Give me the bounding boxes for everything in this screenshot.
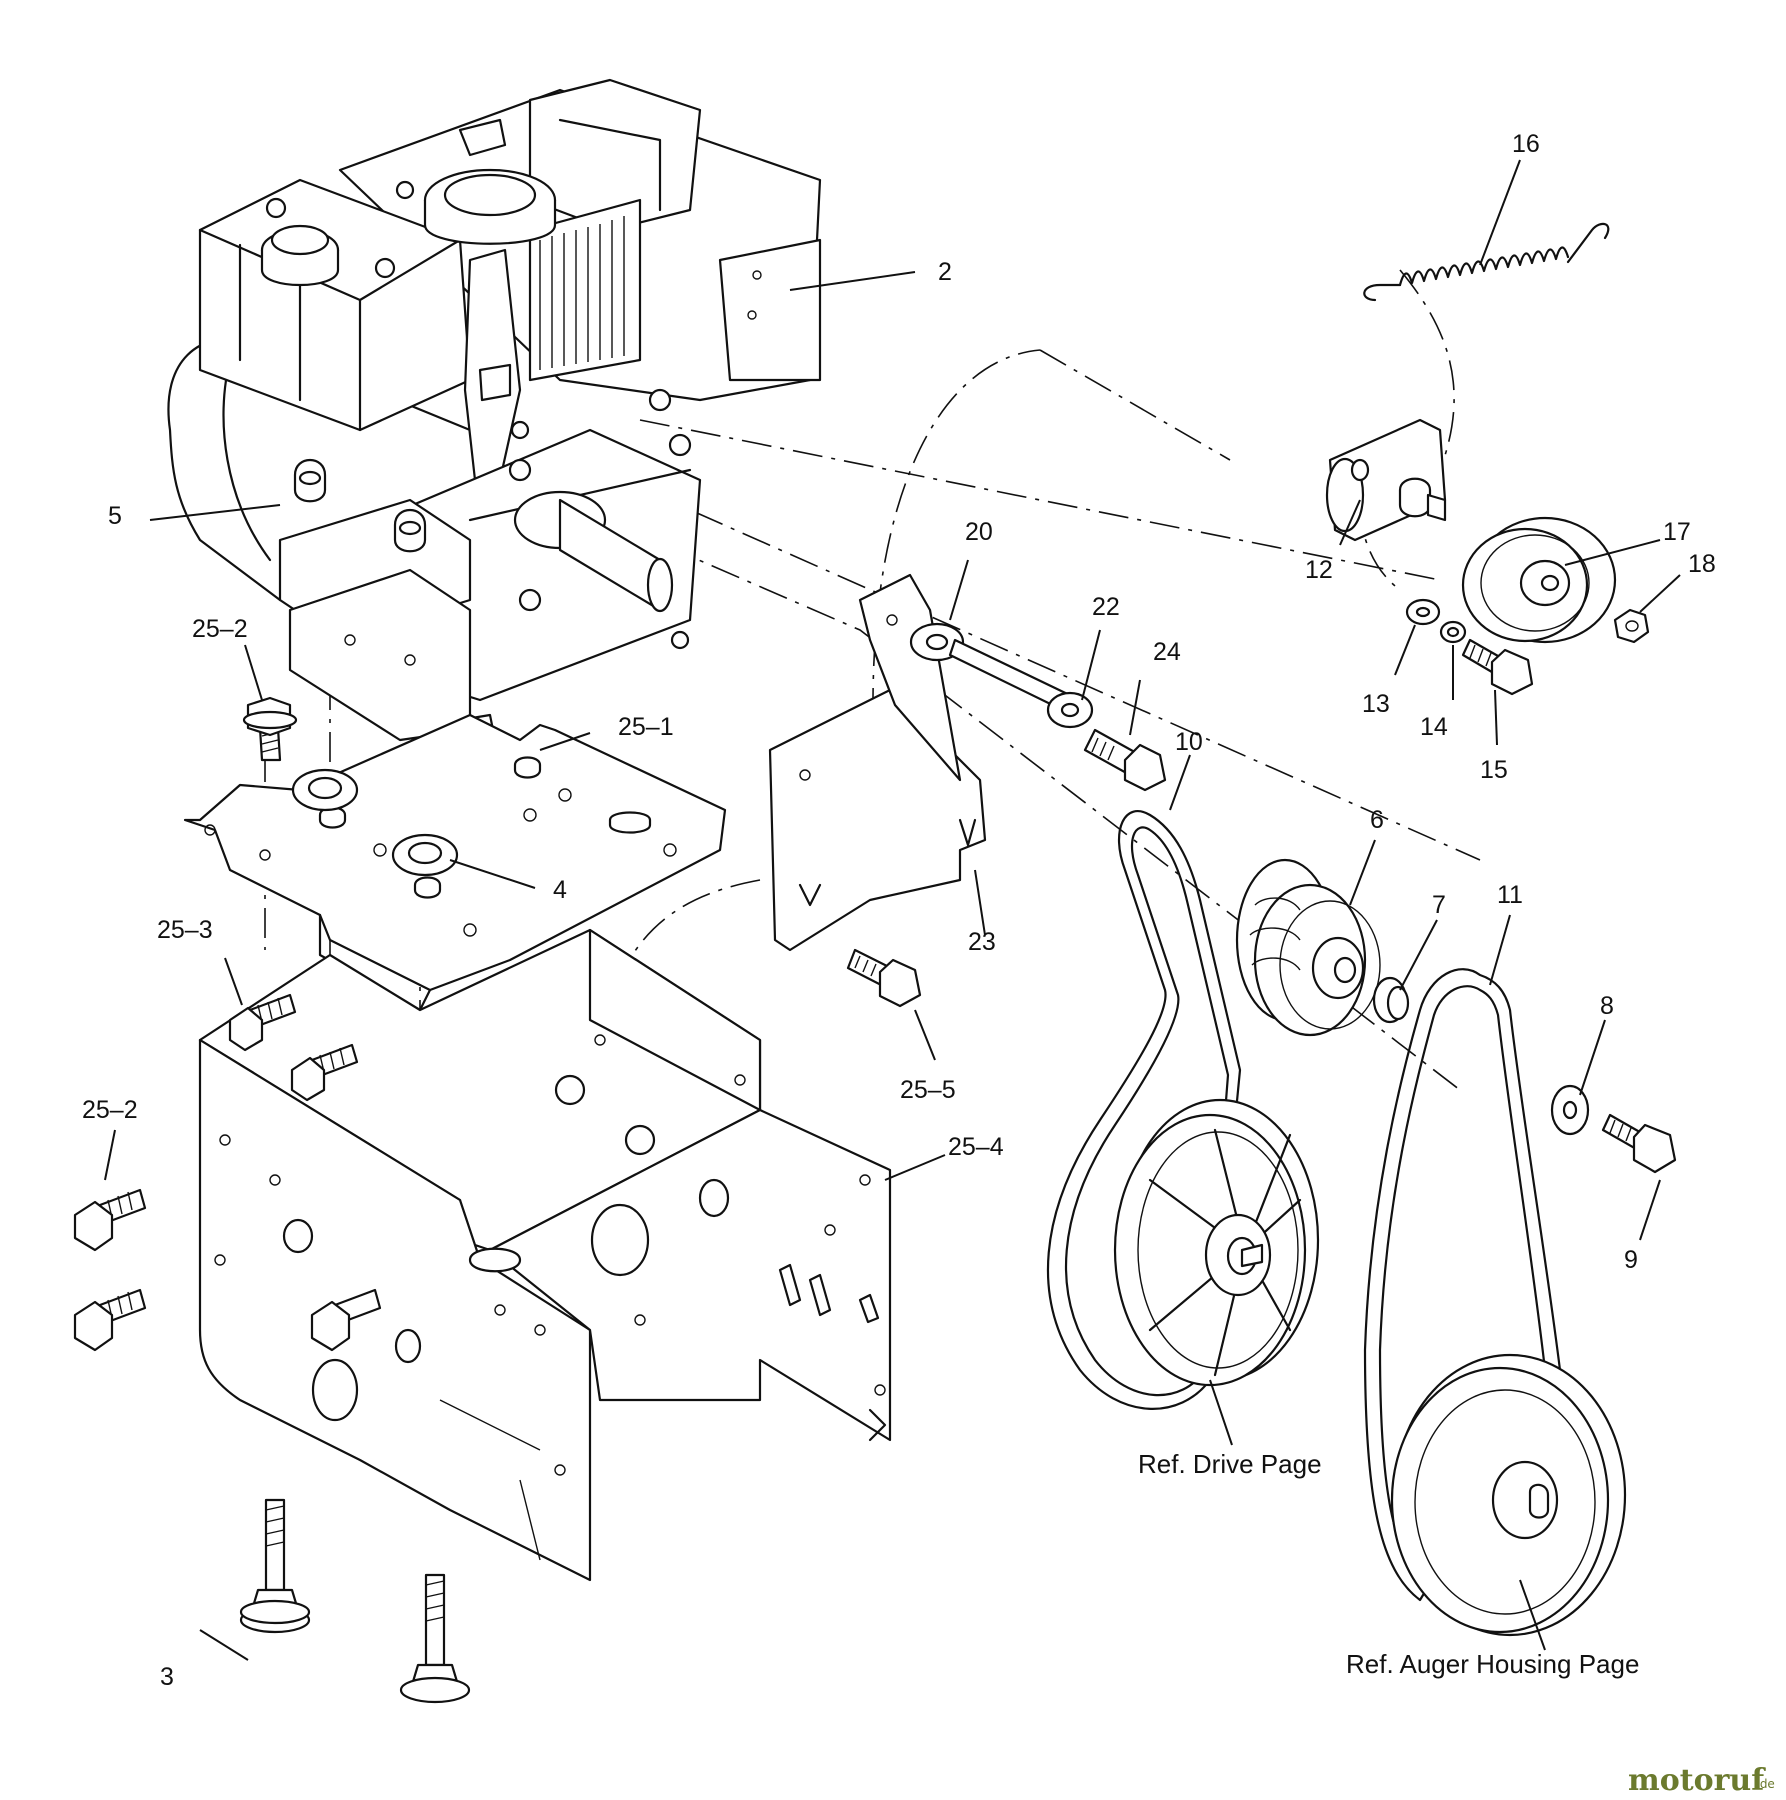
callout-11: 11	[1497, 881, 1523, 909]
callout-25-5: 25–5	[900, 1076, 956, 1104]
bracket	[768, 573, 987, 952]
callout-14: 14	[1420, 713, 1448, 741]
spacer-7	[1372, 976, 1410, 1024]
bolt-24	[1083, 728, 1167, 792]
watermark-suffix: .de	[1756, 1777, 1775, 1791]
ref-drive-page: Ref. Drive Page	[1138, 1449, 1322, 1479]
drive-pulley	[1113, 1098, 1320, 1387]
callout-25-2-left: 25–2	[82, 1096, 138, 1124]
callout-labels: 2 3 4 5 6 7 8 9 10 11 12 13 14 15 16 17 …	[82, 130, 1716, 1691]
spring-16	[1363, 222, 1610, 302]
engine-assembly	[167, 78, 822, 747]
bolts-3	[239, 1498, 471, 1704]
callout-16: 16	[1512, 130, 1540, 158]
nut-18	[1613, 608, 1650, 644]
watermark-logo: motoruf .de	[1628, 1763, 1775, 1798]
callout-5: 5	[108, 502, 122, 530]
pulley-6	[1235, 858, 1381, 1037]
callout-13: 13	[1362, 690, 1390, 718]
leader-lines	[104, 159, 1681, 1661]
callout-17: 17	[1663, 518, 1691, 546]
callout-25-2-top: 25–2	[192, 615, 248, 643]
mounting-bolts	[73, 696, 459, 1352]
callout-24: 24	[1153, 638, 1181, 666]
belt-11	[1363, 968, 1562, 1602]
callout-8: 8	[1600, 992, 1614, 1020]
callout-6: 6	[1370, 806, 1384, 834]
auger-pulley	[1390, 1353, 1627, 1637]
callout-4: 4	[553, 876, 567, 904]
callout-15: 15	[1480, 756, 1508, 784]
callout-10: 10	[1175, 728, 1203, 756]
bolt-25-5	[846, 948, 922, 1008]
idler-arm	[909, 622, 1082, 718]
callout-25-4: 25–4	[948, 1133, 1004, 1161]
callout-9: 9	[1624, 1246, 1638, 1274]
ref-auger-housing-page: Ref. Auger Housing Page	[1346, 1649, 1639, 1679]
hardware-13-15	[1405, 598, 1534, 696]
callout-25-3: 25–3	[157, 916, 213, 944]
callout-2: 2	[938, 258, 952, 286]
frame	[198, 928, 892, 1582]
callout-22: 22	[1092, 593, 1120, 621]
callout-20: 20	[965, 518, 993, 546]
callout-23: 23	[968, 928, 996, 956]
hardware-8-9	[1550, 1084, 1677, 1174]
callout-12: 12	[1305, 556, 1333, 584]
callout-18: 18	[1688, 550, 1716, 578]
callout-25-1: 25–1	[618, 713, 674, 741]
pivot-12	[1325, 418, 1447, 542]
idler-pulley-17	[1461, 516, 1617, 644]
callout-7: 7	[1432, 891, 1446, 919]
callout-3: 3	[160, 1663, 174, 1691]
washer-22	[1046, 691, 1094, 729]
watermark-text: motoruf	[1628, 1763, 1766, 1798]
belt-10	[1046, 809, 1242, 1410]
